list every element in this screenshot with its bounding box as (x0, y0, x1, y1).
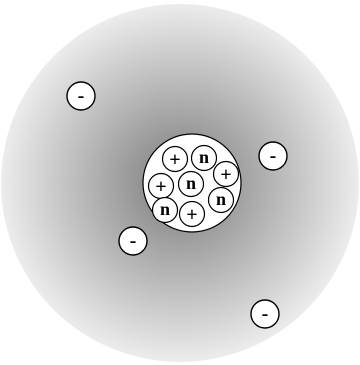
nucleon-label: + (155, 176, 166, 198)
nucleon-label: n (216, 189, 226, 209)
electron-label: - (130, 230, 137, 252)
nucleon-label: + (186, 204, 197, 226)
nucleon-label: n (160, 199, 170, 219)
nucleon-neutron-3: n (209, 188, 234, 213)
nucleon-neutron-4: n (153, 198, 178, 223)
nucleon-proton-4: + (180, 202, 205, 227)
electron-label: - (262, 303, 269, 325)
electron-label: - (270, 145, 277, 167)
nucleon-label: n (186, 173, 196, 193)
electron-label: - (78, 85, 85, 107)
electron-2: - (259, 142, 287, 170)
electron-4: - (251, 300, 279, 328)
nucleon-neutron-2: n (179, 172, 204, 197)
nucleon-proton-2: + (149, 174, 174, 199)
electron-1: - (67, 82, 95, 110)
nucleon-label: + (169, 149, 180, 171)
nucleon-proton-1: + (163, 147, 188, 172)
nucleon-proton-3: + (214, 162, 239, 187)
electron-3: - (119, 227, 147, 255)
nucleon-label: + (220, 164, 231, 186)
nucleon-label: n (199, 147, 209, 167)
nucleon-neutron-1: n (192, 146, 217, 171)
